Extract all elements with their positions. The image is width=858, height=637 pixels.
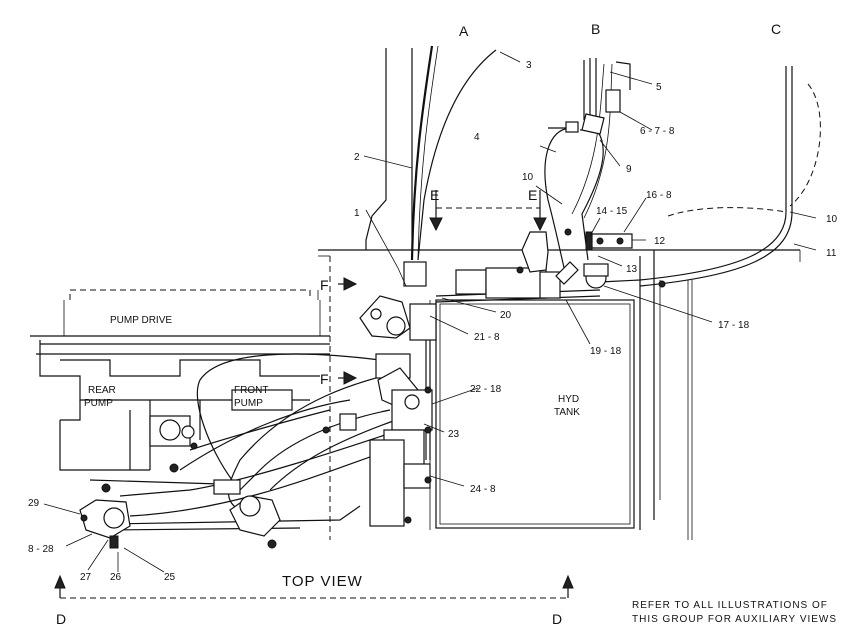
callout-26: 26 — [110, 572, 122, 583]
labels: A B C E E F F D D TOP VIEW REFER TO ALL … — [28, 21, 838, 627]
callout-21-8: 21 - 8 — [474, 332, 500, 343]
section-label-f-bottom: F — [320, 371, 329, 387]
view-title: TOP VIEW — [282, 573, 363, 590]
callout-23: 23 — [448, 429, 460, 440]
section-label-a: A — [459, 23, 469, 39]
section-arrows — [54, 190, 574, 599]
callout-25: 25 — [164, 572, 176, 583]
callout-10-left: 10 — [522, 172, 534, 183]
callout-1: 1 — [354, 208, 360, 219]
section-label-d-right: D — [552, 611, 562, 627]
callout-4: 4 — [474, 132, 480, 143]
callout-20: 20 — [500, 310, 512, 321]
section-label-f-top: F — [320, 277, 329, 293]
callout-8-28: 8 - 28 — [28, 544, 54, 555]
section-label-e-right: E — [528, 187, 537, 203]
label-hyd-tank-1: HYD — [558, 394, 579, 405]
callout-22-18: 22 - 18 — [470, 384, 502, 395]
callout-6-7-8: 6 - 7 - 8 — [640, 126, 675, 137]
leader-lines — [43, 51, 817, 573]
callout-27: 27 — [80, 572, 92, 583]
callout-29: 29 — [28, 498, 40, 509]
section-label-b: B — [591, 21, 600, 37]
callout-17-18: 17 - 18 — [718, 320, 750, 331]
valve-components — [79, 89, 666, 549]
callout-9: 9 — [626, 164, 632, 175]
label-front-pump-1: FRONT — [234, 385, 268, 396]
label-pump-drive: PUMP DRIVE — [110, 315, 172, 326]
note-line-2: THIS GROUP FOR AUXILIARY VIEWS — [632, 614, 837, 625]
label-front-pump-2: PUMP — [234, 398, 263, 409]
callout-5: 5 — [656, 82, 662, 93]
label-rear-pump-1: REAR — [88, 385, 116, 396]
callout-24-8: 24 - 8 — [470, 484, 496, 495]
hydraulic-tank — [429, 299, 635, 530]
note-line-1: REFER TO ALL ILLUSTRATIONS OF — [632, 600, 828, 611]
callout-14-15: 14 - 15 — [596, 206, 628, 217]
section-label-d-left: D — [56, 611, 66, 627]
section-label-c: C — [771, 21, 781, 37]
label-hyd-tank-2: TANK — [554, 407, 580, 418]
callout-2: 2 — [354, 152, 360, 163]
callout-3: 3 — [526, 60, 532, 71]
callout-11: 11 — [826, 248, 837, 259]
callout-10-right: 10 — [826, 214, 838, 225]
callout-12: 12 — [654, 236, 666, 247]
callout-19-18: 19 - 18 — [590, 346, 622, 357]
section-label-e-left: E — [430, 187, 439, 203]
callout-16-8: 16 - 8 — [646, 190, 672, 201]
label-rear-pump-2: PUMP — [84, 398, 113, 409]
hose-lines — [89, 45, 793, 531]
callout-13: 13 — [626, 264, 638, 275]
